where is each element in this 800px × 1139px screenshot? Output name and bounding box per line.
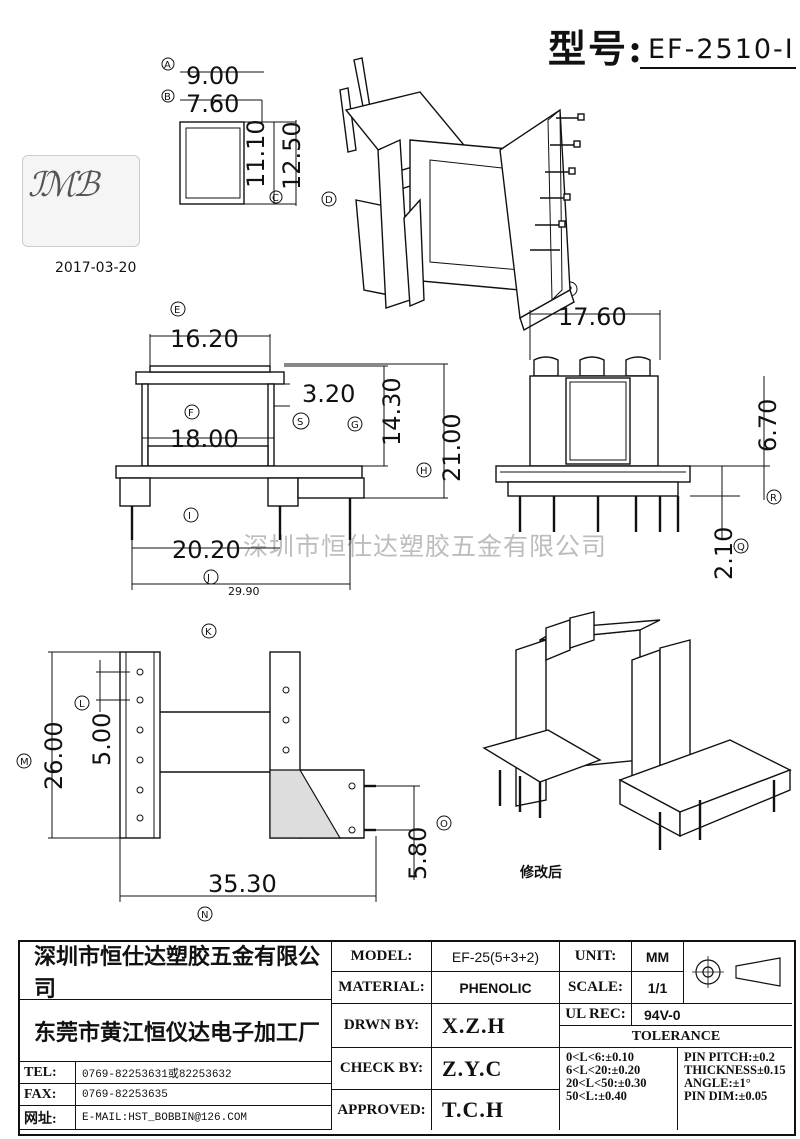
projection-icon — [692, 956, 781, 988]
check-value: Z.Y.C — [432, 1048, 560, 1090]
isometric-view-bottom — [482, 611, 792, 850]
web-label: 网址: — [20, 1106, 76, 1130]
svg-text:A: A — [164, 60, 171, 71]
dim-c: 11.10 — [242, 119, 270, 188]
dim-j: 29.90 — [228, 585, 260, 598]
tel-label: TEL: — [20, 1062, 76, 1084]
model-title-prefix: 型号: — [548, 26, 645, 71]
dim-n: 35.30 — [208, 870, 277, 898]
front-view: 16.20 18.00 3.20 14.30 21.00 20.20 29.90 — [115, 325, 466, 598]
svg-text:H: H — [420, 466, 428, 477]
scale-value: 1/1 — [632, 972, 684, 1004]
material-label: MATERIAL: — [332, 972, 432, 1004]
tol-right-1: PIN PITCH:±0.2 — [684, 1050, 775, 1064]
dim-r: 6.70 — [754, 399, 782, 452]
drwn-label: DRWN BY: — [332, 1004, 432, 1048]
isometric-view-top — [339, 57, 585, 332]
watermark: 深圳市恒仕达塑胶五金有限公司 — [243, 532, 608, 561]
approved-label: APPROVED: — [332, 1090, 432, 1130]
fax-label: FAX: — [20, 1084, 76, 1106]
svg-text:E: E — [174, 305, 180, 316]
unit-value: MM — [632, 942, 684, 972]
tolerance-label: TOLERANCE — [560, 1026, 792, 1048]
approved-value: T.C.H — [432, 1090, 560, 1130]
dim-l: 5.00 — [88, 713, 116, 766]
svg-text:Q: Q — [737, 542, 745, 553]
tolerance-other: PIN PITCH:±0.2 THICKNESS±0.15 ANGLE:±1° … — [678, 1048, 792, 1130]
dim-o: 5.80 — [404, 827, 432, 880]
svg-text:L: L — [79, 699, 85, 710]
company-name-2: 东莞市黄江恒仪达电子加工厂 — [20, 1000, 332, 1062]
dim-h: 21.00 — [438, 413, 466, 482]
callout-labels: A B C D E F S G H I J P R Q K L M O N — [16, 57, 782, 922]
svg-text:B: B — [164, 92, 171, 103]
svg-text:K: K — [205, 627, 212, 638]
revision-note: 修改后 — [520, 865, 562, 881]
tolerance-length: 0<L<6:±0.10 6<L<20:±0.20 20<L<50:±0.30 5… — [560, 1048, 678, 1130]
section-view-top: 9.00 7.60 11.10 12.50 — [179, 62, 306, 206]
svg-text:I: I — [188, 511, 191, 522]
material-value: PHENOLIC — [432, 972, 560, 1004]
tol-line-4: 50<L:±0.40 — [566, 1089, 627, 1103]
dim-c2: 12.50 — [278, 121, 306, 190]
dim-m: 26.00 — [40, 721, 68, 790]
dim-i: 20.20 — [172, 536, 241, 564]
svg-text:M: M — [20, 757, 29, 768]
scale-label: SCALE: — [560, 972, 632, 1004]
ulrec-label: UL REC: — [560, 1004, 632, 1026]
unit-label: UNIT: — [560, 942, 632, 972]
plan-view: 26.00 5.00 5.80 35.30 — [40, 651, 432, 902]
stamp-date: 2017-03-20 — [55, 260, 137, 276]
side-view: 17.60 6.70 2.10 — [495, 303, 782, 580]
dim-a: 9.00 — [186, 62, 239, 90]
tol-right-3: ANGLE:±1° — [684, 1076, 751, 1090]
model-value: EF-25(5+3+2) — [432, 942, 560, 972]
title-block: 深圳市恒仕达塑胶五金有限公司 东莞市黄江恒仪达电子加工厂 TEL: 0769-8… — [18, 940, 796, 1136]
model-title-value: EF-2510-I — [648, 34, 795, 65]
dim-f: 18.00 — [170, 425, 239, 453]
signature-glyph: ℐℳℬ — [28, 165, 99, 205]
svg-text:S: S — [297, 417, 303, 428]
dim-q: 2.10 — [710, 527, 738, 580]
projection-symbol — [684, 942, 792, 1004]
dim-p: 17.60 — [558, 303, 627, 331]
svg-text:F: F — [188, 408, 194, 419]
check-label: CHECK BY: — [332, 1048, 432, 1090]
svg-text:C: C — [272, 193, 279, 204]
tol-line-3: 20<L<50:±0.30 — [566, 1076, 647, 1090]
fax-value: 0769-82253635 — [76, 1084, 332, 1106]
drwn-value: X.Z.H — [432, 1004, 560, 1048]
svg-text:D: D — [325, 195, 333, 206]
title-underline — [640, 67, 796, 69]
svg-text:J: J — [206, 573, 210, 584]
tol-line-2: 6<L<20:±0.20 — [566, 1063, 641, 1077]
dim-e: 16.20 — [170, 325, 239, 353]
svg-text:N: N — [201, 910, 208, 921]
web-value: E-MAIL:HST_BOBBIN@126.COM — [76, 1106, 332, 1130]
dim-s: 3.20 — [302, 380, 355, 408]
company-name-1: 深圳市恒仕达塑胶五金有限公司 — [20, 942, 332, 1002]
tol-line-1: 0<L<6:±0.10 — [566, 1050, 634, 1064]
tel-value: 0769-82253631或82253632 — [76, 1062, 332, 1084]
tol-right-4: PIN DIM:±0.05 — [684, 1089, 768, 1103]
tol-right-2: THICKNESS±0.15 — [684, 1063, 786, 1077]
ulrec-value: 94V-0 — [632, 1004, 792, 1026]
svg-text:O: O — [440, 819, 448, 830]
model-label: MODEL: — [332, 942, 432, 972]
dim-g: 14.30 — [378, 377, 406, 446]
dim-b: 7.60 — [186, 90, 239, 118]
engineering-stamp — [22, 155, 140, 247]
svg-text:R: R — [770, 493, 777, 504]
svg-text:G: G — [351, 420, 359, 431]
